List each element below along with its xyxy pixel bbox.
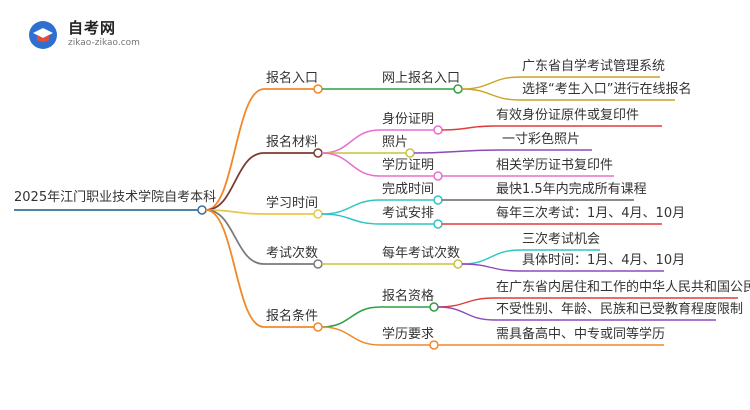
leaf-link [461, 249, 521, 265]
subtopic: 报名资格 [382, 289, 435, 304]
site-logo[interactable]: 自考网 zikao-zikao.com [28, 16, 148, 50]
subtopic-link [321, 129, 381, 154]
branch-topic: 报名入口 [266, 71, 319, 86]
branch-link [205, 209, 265, 265]
logo-url: zikao-zikao.com [68, 38, 140, 48]
leaf-topic: 在广东省内居住和工作的中华人民共和国公民 [496, 280, 750, 295]
leaf-topic: 最快1.5年内完成所有课程 [496, 182, 647, 197]
subtopic-node [433, 195, 443, 205]
root-node [197, 205, 207, 215]
subtopic: 身份证明 [382, 112, 435, 127]
subtopic-node [433, 171, 443, 181]
subtopic-link [321, 326, 381, 346]
leaf-link [437, 306, 495, 321]
leaf-topic: 不受性别、年龄、民族和已受教育程度限制 [496, 302, 744, 317]
subtopic: 每年考试次数 [382, 246, 461, 261]
leaf-topic: 一寸彩色照片 [502, 132, 581, 147]
subtopic-link [321, 306, 381, 328]
branch-link [205, 209, 265, 328]
leaf-topic: 三次考试机会 [522, 232, 601, 247]
branch-topic: 报名条件 [266, 309, 319, 324]
leaf-link [461, 263, 521, 272]
subtopic-node [433, 219, 443, 229]
leaf-link [441, 125, 495, 131]
subtopic: 照片 [382, 135, 409, 150]
graduation-cap-icon [29, 21, 57, 49]
leaf-topic: 相关学历证书复印件 [496, 158, 614, 173]
subtopic-node [433, 125, 443, 135]
leaf-link [461, 88, 521, 101]
subtopic: 考试安排 [382, 206, 435, 221]
leaf-topic: 需具备高中、中专或同等学历 [496, 327, 666, 342]
leaf-topic: 具体时间：1月、4月、10月 [522, 253, 686, 268]
subtopic-link [321, 199, 381, 215]
branch-topic: 学习时间 [266, 196, 319, 211]
branch-topic: 报名材料 [266, 135, 319, 150]
subtopic: 网上报名入口 [382, 71, 461, 86]
leaf-topic: 广东省自学考试管理系统 [522, 59, 666, 74]
branch-link [205, 152, 265, 211]
leaf-link [413, 149, 501, 154]
root-topic: 2025年江门职业技术学院自考本科 [14, 190, 217, 205]
leaf-link [461, 76, 521, 90]
branch-link [205, 88, 265, 211]
subtopic: 学历要求 [382, 327, 435, 342]
logo-title: 自考网 [68, 19, 117, 37]
leaf-link [437, 297, 495, 308]
subtopic-link [321, 152, 381, 177]
leaf-topic: 选择“考生入口”进行在线报名 [522, 82, 692, 97]
leaf-topic: 有效身份证原件或复印件 [496, 108, 640, 123]
leaf-topic: 每年三次考试：1月、4月、10月 [496, 206, 686, 221]
subtopic: 完成时间 [382, 182, 435, 197]
subtopic: 学历证明 [382, 158, 435, 173]
subtopic-link [321, 213, 381, 225]
branch-topic: 考试次数 [266, 246, 319, 261]
